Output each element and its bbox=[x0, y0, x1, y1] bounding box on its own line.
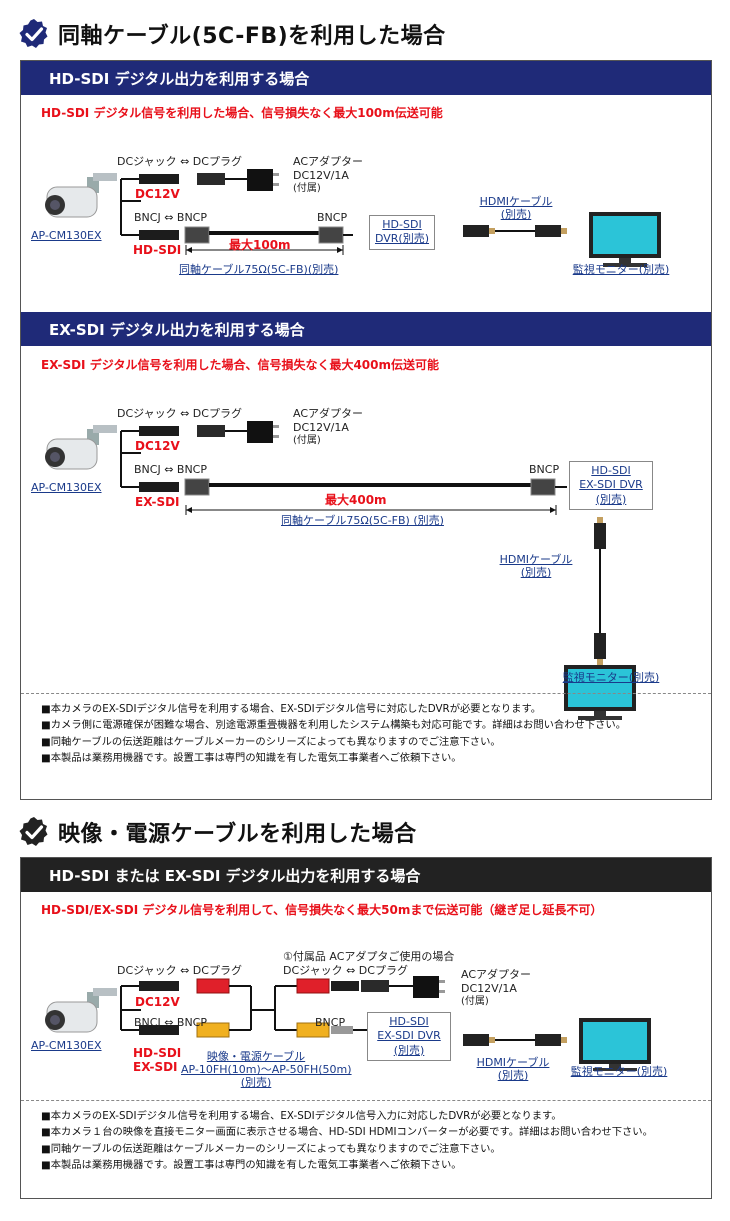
section2-bnc-label: BNCJ ⇔ BNCP bbox=[134, 1016, 207, 1029]
section2-hdmi-label: HDMIケーブル (別売) bbox=[471, 1056, 555, 1082]
hdsdi-dvr-line1: HD-SDI bbox=[382, 218, 422, 231]
section2-note-1: ■本カメラのEX-SDIデジタル信号を利用する場合、EX-SDIデジタル信号入力… bbox=[41, 1110, 562, 1122]
exsdi-dvr-line2: EX-SDI DVR bbox=[579, 478, 643, 492]
hdsdi-bncp-label: BNCP bbox=[317, 211, 348, 224]
hdsdi-diagram bbox=[45, 169, 661, 267]
hdsdi-coax-cable: 同軸ケーブル75Ω(5C-FB)(別売) bbox=[179, 263, 339, 276]
section2-ac-included: (付属) bbox=[461, 996, 489, 1007]
section2-hdmi-line2: (別売) bbox=[497, 1069, 529, 1083]
section2-monitor-label: 監視モニター(別売) bbox=[570, 1065, 668, 1078]
exsdi-hdmi-label: HDMIケーブル (別売) bbox=[499, 553, 573, 579]
hdsdi-dc-label: DCジャック ⇔ DCプラグ bbox=[117, 155, 242, 168]
section2-note-2: ■本カメラ１台の映像を直接モニター画面に表示させる場合、HD-SDI HDMIコ… bbox=[41, 1126, 653, 1139]
section2-dc12v-tag: DC12V bbox=[135, 995, 180, 1009]
camera-icon bbox=[45, 988, 117, 1033]
section1-box: HD-SDI デジタル出力を利用する場合 HD-SDI デジタル信号を利用した場… bbox=[20, 60, 712, 800]
section1-note-1: ■本カメラのEX-SDIデジタル信号を利用する場合、EX-SDIデジタル信号に対… bbox=[41, 703, 542, 715]
check-badge-icon bbox=[19, 817, 48, 846]
section1-notes: ■本カメラのEX-SDIデジタル信号を利用する場合、EX-SDIデジタル信号に対… bbox=[41, 701, 626, 767]
section2-dc-label: DCジャック ⇔ DCプラグ bbox=[117, 964, 242, 977]
hdsdi-ac-spec: DC12V/1A bbox=[293, 169, 349, 182]
section2-dvr-line3: (別売) bbox=[393, 1043, 425, 1057]
hdsdi-signal-tag: HD-SDI bbox=[133, 243, 182, 257]
section2-hdmi-line1: HDMIケーブル bbox=[476, 1056, 550, 1069]
hdsdi-dvr-line2: DVR(別売) bbox=[374, 232, 430, 246]
exsdi-dvr-box: HD-SDI EX-SDI DVR (別売) bbox=[569, 461, 653, 510]
hdsdi-monitor-label: 監視モニター(別売) bbox=[572, 263, 670, 276]
monitor-icon bbox=[589, 212, 661, 267]
section1-note-2: ■カメラ側に電源確保が困難な場合、別途電源重畳機器を利用したシステム構築も対応可… bbox=[41, 719, 627, 732]
section2-cable-model: AP-10FH(10m)～AP-50FH(50m) bbox=[181, 1063, 352, 1077]
section2-sdi-tag2: EX-SDI bbox=[133, 1060, 178, 1074]
monitor-icon bbox=[564, 665, 636, 720]
section2-box: HD-SDI または EX-SDI デジタル出力を利用する場合 HD-SDI/E… bbox=[20, 857, 712, 1199]
section2-dc-label2: DCジャック ⇔ DCプラグ bbox=[283, 964, 408, 977]
section2-note-3: ■同軸ケーブルの伝送距離はケーブルメーカーのシリーズによっても異なりますのでご注… bbox=[41, 1142, 501, 1155]
exsdi-signal-tag: EX-SDI bbox=[135, 495, 180, 509]
section2-bncp-label: BNCP bbox=[315, 1016, 346, 1029]
exsdi-bncp-label: BNCP bbox=[529, 463, 560, 476]
exsdi-ac-adapter: ACアダプター bbox=[293, 407, 364, 420]
exsdi-dvr-line1: HD-SDI bbox=[591, 464, 631, 477]
hdsdi-bar-label: HD-SDI デジタル出力を利用する場合 bbox=[49, 69, 310, 88]
section2-diagram bbox=[45, 976, 651, 1071]
hdsdi-ac-included: (付属) bbox=[293, 183, 321, 194]
section2-notes: ■本カメラのEX-SDIデジタル信号を利用する場合、EX-SDIデジタル信号入力… bbox=[41, 1108, 653, 1174]
hdsdi-ac-adapter: ACアダプター bbox=[293, 155, 364, 168]
section2-sdi-tag1: HD-SDI bbox=[133, 1046, 182, 1060]
camera-icon bbox=[45, 425, 117, 470]
exsdi-dc-label: DCジャック ⇔ DCプラグ bbox=[117, 407, 242, 420]
section2-ac-spec: DC12V/1A bbox=[461, 982, 517, 995]
monitor-icon bbox=[579, 1018, 651, 1071]
hdsdi-subtitle: HD-SDI デジタル信号を利用した場合、信号損失なく最大100m伝送可能 bbox=[41, 106, 443, 120]
hdsdi-hdmi-line2: (別売) bbox=[500, 208, 532, 222]
hdsdi-hdmi-label: HDMIケーブル (別売) bbox=[471, 195, 561, 221]
exsdi-bnc-label: BNCJ ⇔ BNCP bbox=[134, 463, 207, 476]
section2-cable-label: 映像・電源ケーブル AP-10FH(10m)～AP-50FH(50m) (別売) bbox=[181, 1050, 352, 1090]
section2-bar: HD-SDI または EX-SDI デジタル出力を利用する場合 bbox=[21, 858, 711, 892]
hdsdi-bnc-label: BNCJ ⇔ BNCP bbox=[134, 211, 207, 224]
section2-dvr-line2: EX-SDI DVR bbox=[377, 1029, 441, 1043]
exsdi-hdmi-line2: (別売) bbox=[520, 566, 552, 580]
exsdi-ac-spec: DC12V/1A bbox=[293, 421, 349, 434]
hdsdi-hdmi-line1: HDMIケーブル bbox=[479, 195, 553, 208]
camera-icon bbox=[45, 173, 117, 218]
exsdi-bar: EX-SDI デジタル出力を利用する場合 bbox=[21, 312, 711, 346]
section2-cable-sold: (別売) bbox=[240, 1076, 272, 1090]
section2-title: 映像・電源ケーブルを利用した場合 bbox=[58, 822, 417, 847]
exsdi-dvr-line3: (別売) bbox=[595, 492, 627, 506]
exsdi-hdmi-line1: HDMIケーブル bbox=[499, 553, 573, 566]
exsdi-subtitle: EX-SDI デジタル信号を利用した場合、信号損失なく最大400m伝送可能 bbox=[41, 358, 440, 372]
section2-note-4: ■本製品は業務用機器です。設置工事は専門の知識を有した電気工事業者へご依頼下さい… bbox=[41, 1159, 462, 1172]
exsdi-monitor-label: 監視モニター(別売) bbox=[562, 671, 660, 684]
exsdi-dc12v-tag: DC12V bbox=[135, 439, 180, 453]
section2-bar-label: HD-SDI または EX-SDI デジタル出力を利用する場合 bbox=[49, 866, 421, 885]
section1-note-4: ■本製品は業務用機器です。設置工事は専門の知識を有した電気工事業者へご依頼下さい… bbox=[41, 752, 462, 765]
section1-note-3: ■同軸ケーブルの伝送距離はケーブルメーカーのシリーズによっても異なりますのでご注… bbox=[41, 735, 501, 748]
section2-camera-model: AP-CM130EX bbox=[31, 1039, 102, 1052]
exsdi-coax-cable: 同軸ケーブル75Ω(5C-FB) (別売) bbox=[281, 514, 444, 527]
section2-cable-name: 映像・電源ケーブル bbox=[206, 1050, 306, 1063]
exsdi-distance: 最大400m bbox=[325, 493, 387, 507]
hdsdi-camera-model: AP-CM130EX bbox=[31, 229, 102, 242]
hdsdi-distance: 最大100m bbox=[229, 238, 291, 252]
section2-dvr-line1: HD-SDI bbox=[389, 1015, 429, 1028]
section2-included-note: ①付属品 ACアダプタご使用の場合 bbox=[283, 950, 455, 963]
exsdi-camera-model: AP-CM130EX bbox=[31, 481, 102, 494]
hdsdi-dvr-box: HD-SDI DVR(別売) bbox=[369, 215, 435, 250]
section2-subtitle: HD-SDI/EX-SDI デジタル信号を利用して、信号損失なく最大50mまで伝… bbox=[41, 903, 603, 917]
check-badge-icon bbox=[19, 19, 48, 48]
section1-title: 同軸ケーブル(5C-FB)を利用した場合 bbox=[58, 24, 446, 49]
hdsdi-bar: HD-SDI デジタル出力を利用する場合 bbox=[21, 61, 711, 95]
section2-dvr-box: HD-SDI EX-SDI DVR (別売) bbox=[367, 1012, 451, 1061]
section1-heading: 同軸ケーブル(5C-FB)を利用した場合 bbox=[18, 16, 446, 52]
section2-ac-adapter: ACアダプター bbox=[461, 968, 532, 981]
section2-heading: 映像・電源ケーブルを利用した場合 bbox=[18, 814, 417, 850]
exsdi-diagram bbox=[45, 421, 636, 720]
section2-notes-divider bbox=[21, 1100, 711, 1101]
exsdi-ac-included: (付属) bbox=[293, 435, 321, 446]
section1-notes-divider bbox=[21, 693, 711, 694]
exsdi-bar-label: EX-SDI デジタル出力を利用する場合 bbox=[49, 320, 305, 339]
hdsdi-dc12v-tag: DC12V bbox=[135, 187, 180, 201]
